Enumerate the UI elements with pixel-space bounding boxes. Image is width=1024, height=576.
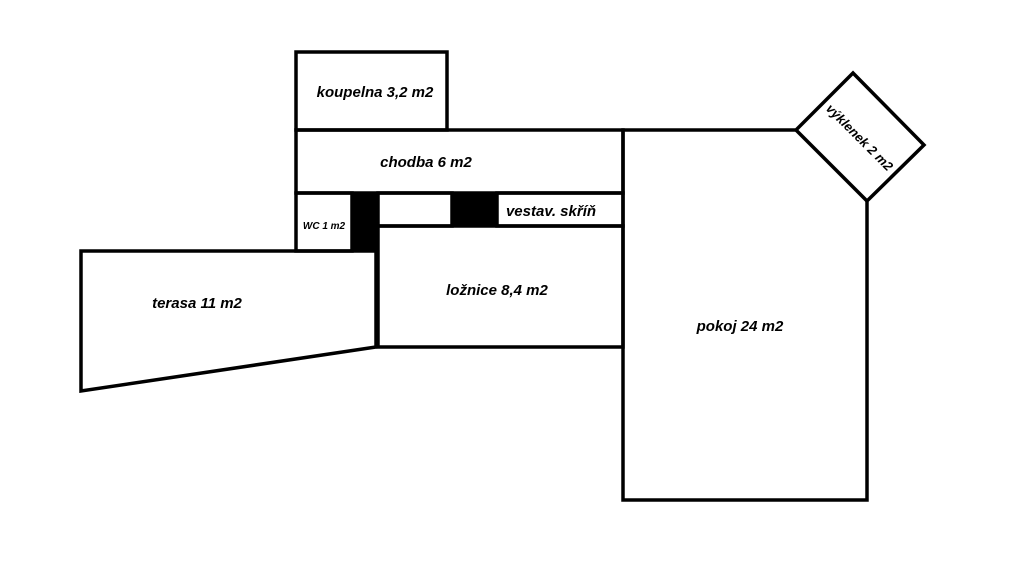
koupelna-label: koupelna 3,2 m2 (317, 84, 434, 101)
wall-block-right (452, 193, 497, 226)
vyklenek-label: výklenek 2 m2 (823, 101, 897, 175)
vyklenek-divider (794, 128, 869, 203)
pokoj-label: pokoj 24 m2 (696, 318, 784, 335)
vestavena-skrin-label: vestav. skříň (506, 203, 596, 220)
terasa-room (79, 249, 378, 394)
terasa-label: terasa 11 m2 (152, 295, 242, 312)
wc-label: WC 1 m2 (303, 221, 346, 232)
wall-block-left (353, 193, 378, 252)
pokoj-room (621, 70, 927, 502)
passage-room (376, 191, 454, 228)
loznice-label: ložnice 8,4 m2 (446, 282, 548, 299)
chodba-label: chodba 6 m2 (380, 154, 472, 171)
